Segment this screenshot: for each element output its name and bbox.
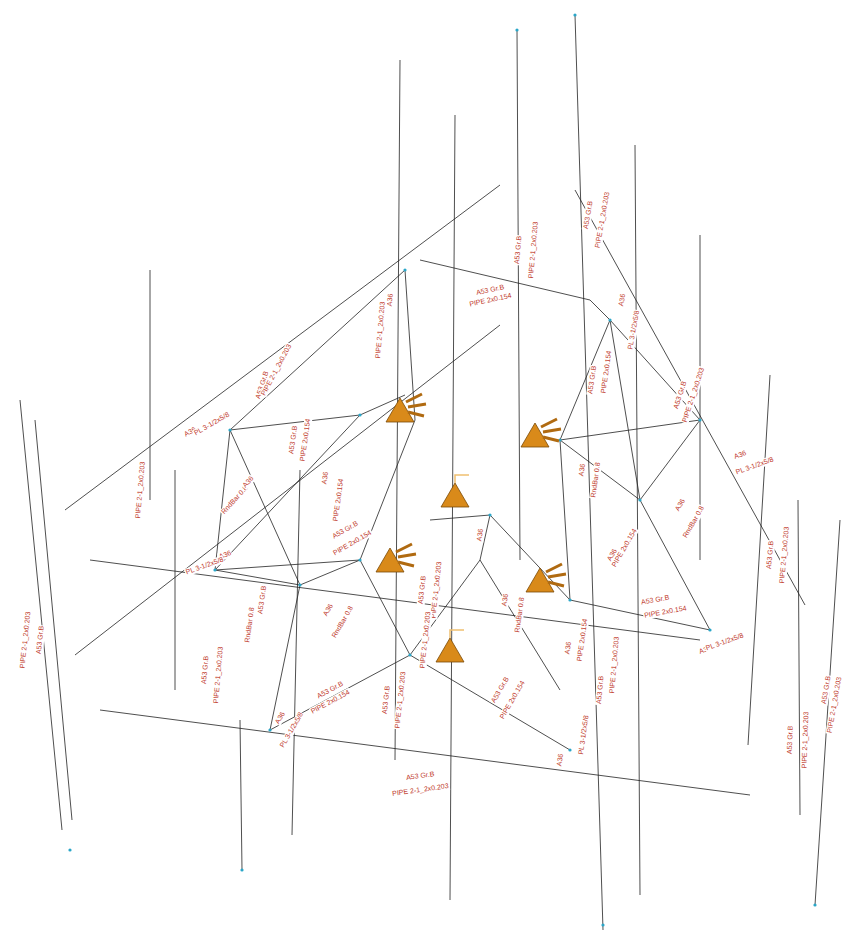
member-label: PIPE 2x0.154 [642,604,688,620]
member-label: A36 [273,710,287,727]
member-label: PIPE 2-1_2x0.203 [133,460,146,519]
member-label: RndBar 0.8 [681,504,707,540]
member-label: A53 Gr.B [380,684,391,715]
member-label: A36 [577,462,587,477]
member-label: PIPE 2-1_2x0.203 [393,670,407,729]
member-label: RndBar 0.8 [243,606,256,644]
member-label: PIPE 2-1_2x0.203 [373,300,386,359]
member-label: PIPE 2-1_2x0.203 [593,190,611,249]
member-label: A53 Gr.B [765,540,776,571]
member-label: A36 [555,752,565,767]
member-label: PIPE 2x0.154 [298,417,312,462]
member-label: A36 [732,449,748,461]
member-label: A36 [500,592,510,607]
member-label: A53 Gr.B [595,675,606,706]
member-label: PL 3-1/2x5/8 [184,555,226,577]
member-label: PIPE 2x0.154 [599,349,613,394]
member-label: PIPE 2x0.154 [575,617,589,662]
member-label: PL 3-1/2x5/8 [577,714,591,756]
member-label: PIPE 2x0.154 [331,477,345,522]
member-label: PIPE 2-1_2x0.203 [18,610,32,669]
member-label: A36 [321,602,335,619]
member-label: PL 3-1/2x5/8 [626,309,641,351]
member-label: A53 Gr.B [34,624,45,655]
member-label: PIPE 2-1_2x0.203 [607,635,620,694]
member-label: A53 Gr.B [404,770,435,782]
member-label: PIPE 2-1_2x0.203 [777,525,790,584]
joint-dots [68,13,816,926]
member-label: PIPE 2-1_2x0.203 [211,645,224,704]
support-symbols [376,394,566,662]
member-label: A53 Gr.B [785,725,794,756]
member-label: RndBar 0.8 [513,596,526,634]
member-label: A36 [475,527,485,542]
member-label: A36 [673,497,687,514]
member-label: A53 Gr.B [586,364,598,395]
member-label: A36 [385,292,394,307]
member-label: A53 Gr.B [416,574,427,605]
member-label: A36 [563,640,573,655]
member-label: A53 Gr.B [513,235,524,266]
member-label: PIPE 2-1_2x0.203 [390,782,449,798]
member-label: A53 Gr.B [639,593,670,606]
member-label: A53 Gr.B [200,655,211,686]
member-label: A53 Gr.B [287,424,299,455]
member-label: PIPE 2-1_2x0.203 [526,220,539,279]
member-label: A53 Gr.B [581,199,594,230]
members [20,15,840,930]
member-label: A36 [617,292,627,308]
member-label: PIPE 2-1_2x0.203 [418,610,432,669]
member-label: PL 3-1/2x5/8 [192,410,232,438]
member-label: PL 3-1/2x5/8 [704,631,746,653]
member-label: RndBar 0.8 [330,604,356,640]
member-label: A53 Gr.B [256,584,268,615]
member-label: PIPE 2-1_2x0.203 [800,710,810,769]
member-label: A36 [320,470,330,485]
member-label: RndBar 0.8 [589,461,602,499]
